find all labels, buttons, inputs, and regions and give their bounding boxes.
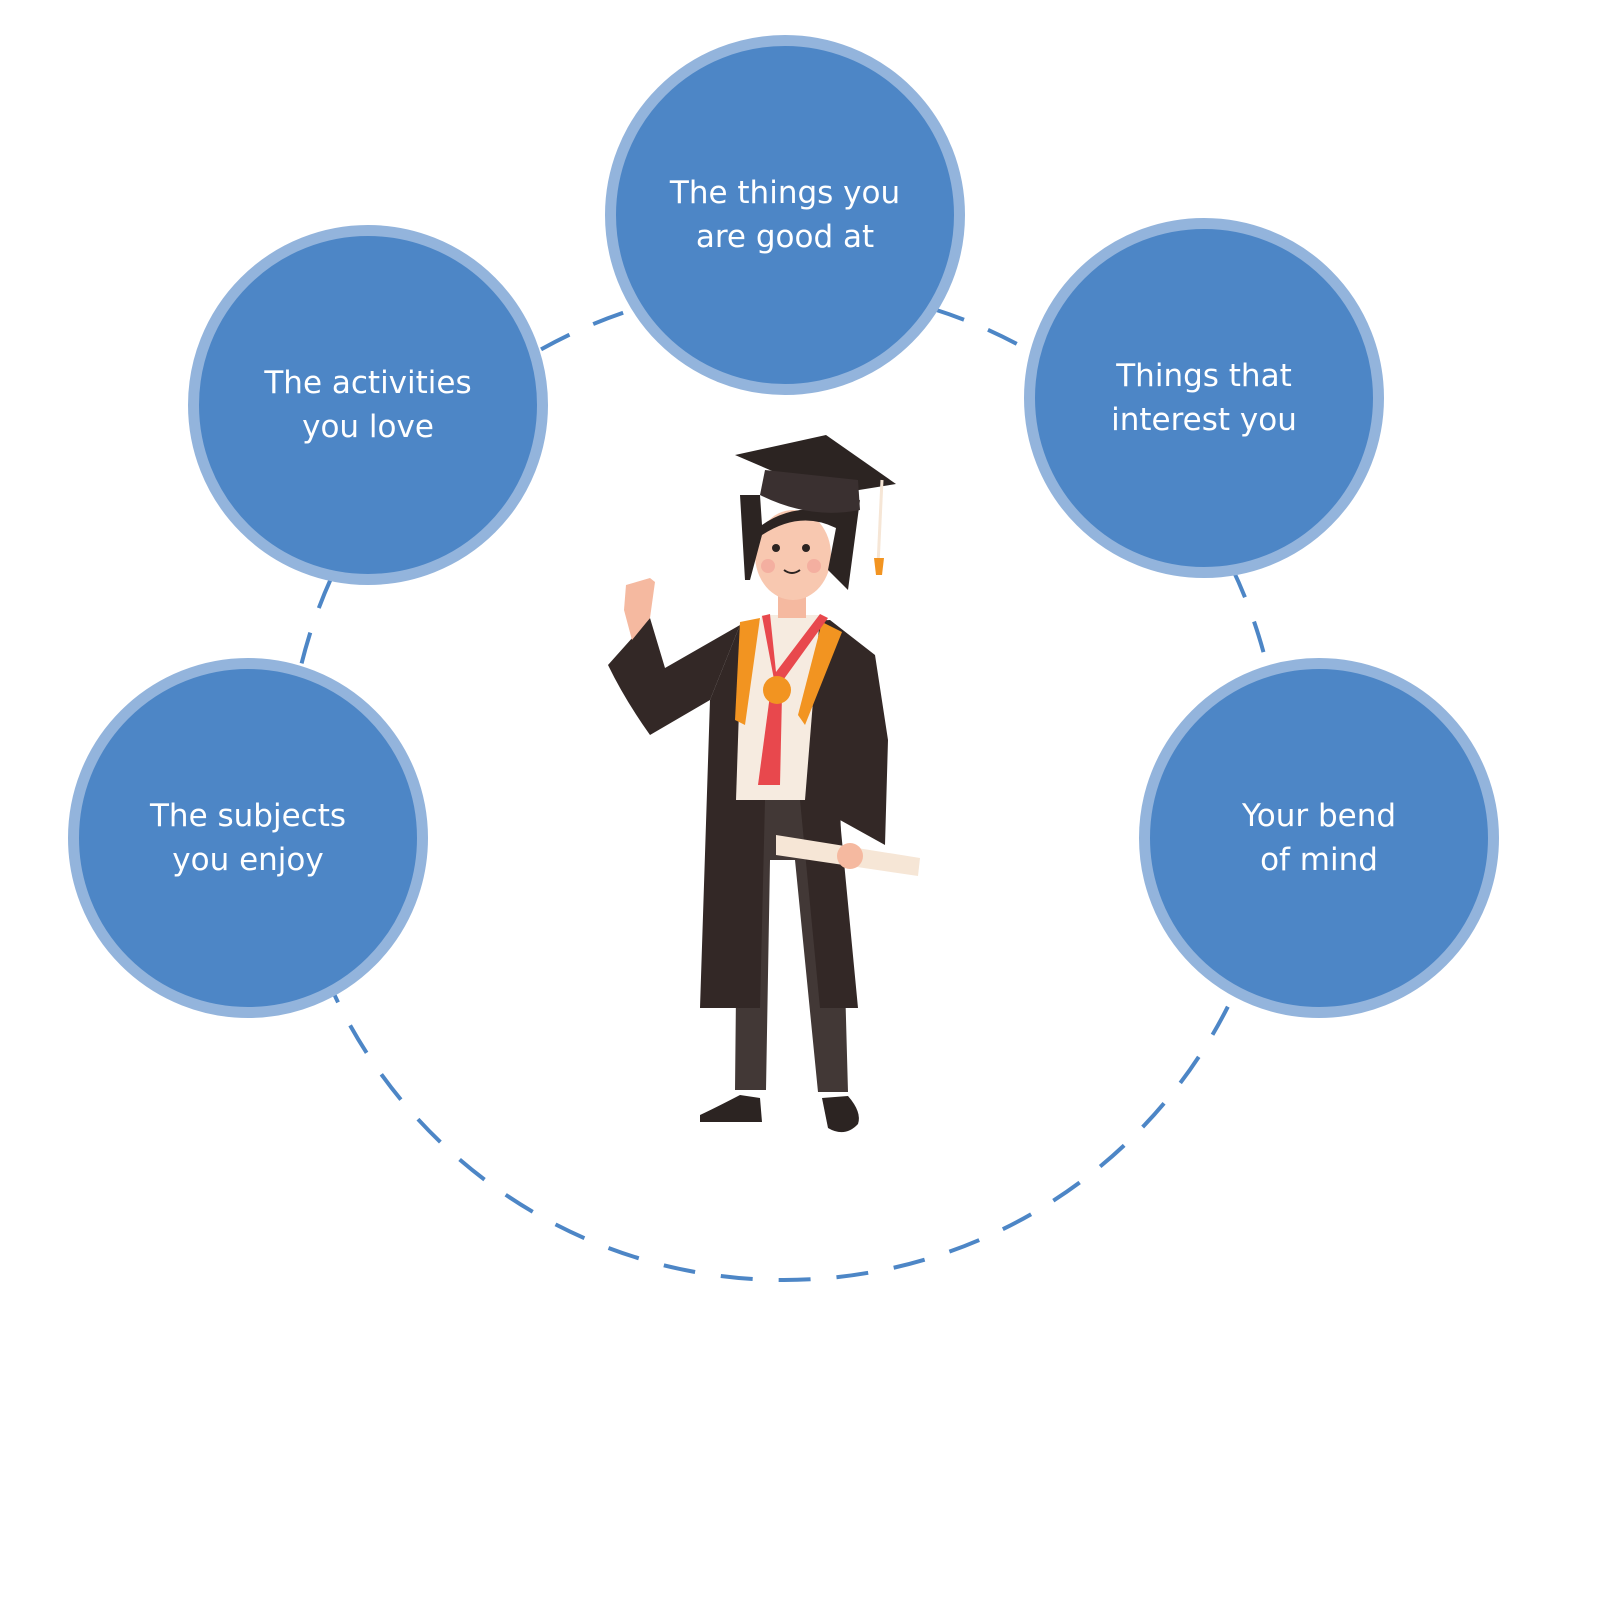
graduate-illustration (608, 435, 920, 1133)
bubble-text-line: Things that (1116, 358, 1292, 394)
bubble-your-bend-of-mind: Your bend of mind (1139, 658, 1499, 1018)
bubble-text-line: Your bend (1241, 798, 1397, 834)
bubble-text-line: are good at (695, 219, 875, 255)
bubble-things-you-are-good-at: The things you are good at (605, 35, 965, 395)
bubble-text-line: The subjects (149, 798, 347, 834)
bubble-things-that-interest-you: Things that interest you (1024, 218, 1384, 578)
bubble-text-line: The things you (669, 175, 901, 211)
bubble-text-line: interest you (1111, 402, 1297, 438)
bubble-activities-you-love: The activities you love (188, 225, 548, 585)
bubble-text-line: The activities (264, 365, 472, 401)
bubble-text-line: of mind (1260, 842, 1378, 878)
bubble-text-line: you love (302, 409, 434, 445)
bubble-subjects-you-enjoy: The subjects you enjoy (68, 658, 428, 1018)
bubble-text-line: you enjoy (172, 842, 324, 878)
